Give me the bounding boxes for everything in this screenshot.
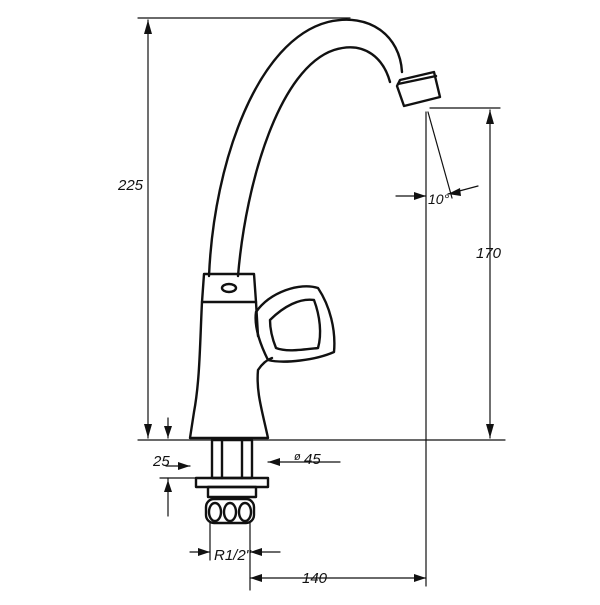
dimension-reach: 140 xyxy=(249,570,427,587)
diameter-symbol: ø xyxy=(294,451,301,463)
valve-body xyxy=(188,300,274,440)
valve-handle xyxy=(254,285,336,363)
reference-lines xyxy=(137,17,506,591)
base-stem xyxy=(210,438,254,480)
stream-angle-line xyxy=(427,111,453,199)
base-height-label: 25 xyxy=(152,453,170,470)
spout-angle-label: 10° xyxy=(428,191,450,207)
collar-screw xyxy=(220,282,238,294)
aerator-ring xyxy=(396,74,438,86)
supply-fitting-2 xyxy=(222,501,238,523)
dimension-thread: R1/2" xyxy=(189,547,281,564)
spout-outer-edge xyxy=(207,18,404,278)
spout-collar xyxy=(200,272,258,304)
aerator-nozzle xyxy=(395,70,442,108)
dimension-spout-height: 170 xyxy=(476,109,502,439)
fitting-frame xyxy=(204,497,256,525)
dimension-base-height: 25 xyxy=(152,417,197,517)
dimension-base-diameter: ø 45 xyxy=(267,451,341,468)
spout-height-label: 170 xyxy=(476,245,502,262)
lock-nut xyxy=(206,485,258,499)
supply-fitting-3 xyxy=(237,501,253,523)
reach-label: 140 xyxy=(302,570,328,587)
spout-inner-edge xyxy=(236,46,392,278)
base-diameter-label: 45 xyxy=(304,451,321,468)
thread-label: R1/2" xyxy=(214,547,252,564)
supply-fitting-1 xyxy=(207,501,223,523)
faucet-outline xyxy=(188,18,442,525)
dimension-total-height: 225 xyxy=(117,19,152,439)
dimension-spout-angle: 10° xyxy=(395,185,479,207)
total-height-label: 225 xyxy=(117,177,144,194)
handle-facet xyxy=(268,298,322,352)
mounting-nut xyxy=(194,476,270,489)
